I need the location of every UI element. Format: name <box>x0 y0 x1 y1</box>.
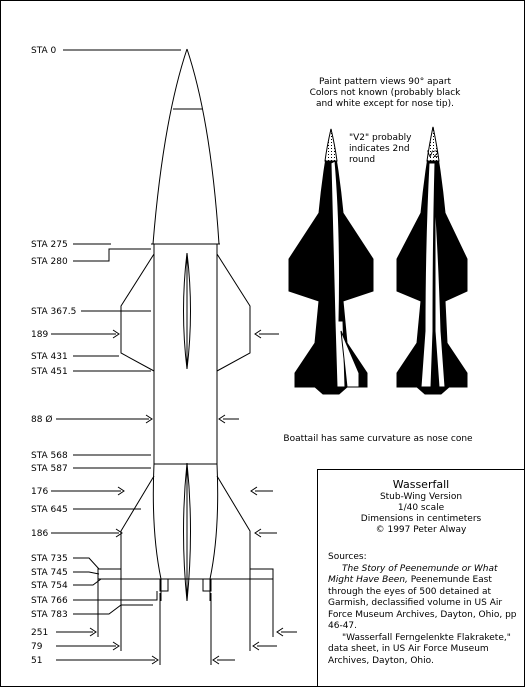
label-sta-735: STA 735 <box>31 554 68 564</box>
arrow-176-right <box>250 486 258 496</box>
label-186: 186 <box>31 529 48 539</box>
left-tail-fin <box>120 475 161 580</box>
arrow-51-left <box>151 655 159 665</box>
label-51: 51 <box>31 656 42 666</box>
arrow-189-left <box>112 329 120 339</box>
paint-right-white-side <box>434 200 446 388</box>
arrow-189-right <box>254 329 262 339</box>
drawing-subtitle: Stub-Wing Version <box>379 492 463 502</box>
leader-sta-766 <box>73 591 158 601</box>
v2-note: "V2" probably indicates 2nd round <box>349 133 421 166</box>
label-sta-754: STA 754 <box>31 581 68 591</box>
paint-right-white-stripe <box>420 162 436 388</box>
leader-sta-754 <box>73 578 102 586</box>
v2-note-line-2: indicates 2nd <box>349 144 410 154</box>
v2-note-line-1: "V2" probably <box>349 133 412 143</box>
label-176: 176 <box>31 487 48 497</box>
left-fin-tip <box>97 568 122 580</box>
sources-heading: Sources: <box>328 552 367 562</box>
label-251: 251 <box>31 628 48 638</box>
arrow-79-right <box>252 641 260 651</box>
sources-section: Sources: The Story of Peenemunde or What… <box>328 552 520 667</box>
label-sta-0: STA 0 <box>31 46 57 56</box>
paint-view-right: V2 <box>396 126 468 395</box>
leader-sta-745 <box>73 571 100 575</box>
drawing-copyright: © 1997 Peter Alway <box>375 525 467 535</box>
arrow-186-left <box>115 528 123 538</box>
boattail-right <box>209 463 219 580</box>
drawing-units: Dimensions in centimeters <box>360 514 482 524</box>
paint-note-line-2: Colors not known (probably black <box>309 88 461 98</box>
v2-marking: V2 <box>427 150 439 160</box>
label-sta-280: STA 280 <box>31 257 68 267</box>
label-79: 79 <box>31 642 43 652</box>
right-vane <box>202 578 212 592</box>
source-1-title: The Story of Peenemunde or What Might Ha… <box>328 563 498 586</box>
label-sta-745: STA 745 <box>31 568 68 578</box>
right-wing <box>216 253 251 372</box>
dimension-leaders <box>51 49 297 665</box>
leader-sta-783 <box>73 604 153 615</box>
arrow-79-left <box>112 641 120 651</box>
boattail-note: Boattail has same curvature as nose cone <box>283 434 473 444</box>
source-1: The Story of Peenemunde or What Might Ha… <box>328 564 520 633</box>
nose-cone-left <box>152 48 188 245</box>
paint-note-line-3: and white except for nose tip). <box>315 99 455 109</box>
left-vane <box>159 578 169 592</box>
arrow-251-left <box>89 627 97 637</box>
paint-pattern-note: Paint pattern views 90° apart Colors not… <box>301 77 469 110</box>
arrow-186-right <box>254 528 262 538</box>
label-sta-367: STA 367.5 <box>31 307 76 317</box>
paint-left-black <box>288 128 374 395</box>
station-labels: STA 0 STA 275 STA 280 STA 367.5 189 STA … <box>31 46 76 666</box>
label-sta-587: STA 587 <box>31 464 68 474</box>
paint-left-nose-tip <box>324 128 338 162</box>
title-block: Wasserfall Stub-Wing Version 1/40 scale … <box>317 469 524 686</box>
drawing-scale: 1/40 scale <box>397 503 445 513</box>
right-tail-fin <box>210 475 251 580</box>
label-sta-431: STA 431 <box>31 352 68 362</box>
arrow-88-right <box>218 414 226 424</box>
paint-left-white-stripe <box>330 160 346 388</box>
label-sta-451: STA 451 <box>31 367 68 377</box>
label-sta-568: STA 568 <box>31 451 68 461</box>
nose-cone-right <box>186 48 220 245</box>
main-rocket-profile <box>97 48 274 602</box>
source-2: "Wasserfall Ferngelenkte Flakrakete," da… <box>328 632 511 666</box>
drawing-title: Wasserfall <box>392 478 450 491</box>
leader-sta-280 <box>73 248 151 262</box>
label-sta-645: STA 645 <box>31 505 68 515</box>
label-189: 189 <box>31 330 48 340</box>
label-88-dia: 88 Ø <box>31 414 52 425</box>
source-1-rest: Peenemunde East through the eyes of 500 … <box>328 575 517 631</box>
arrow-51-right <box>212 655 220 665</box>
paint-right-nose-tip <box>426 126 440 162</box>
v2-note-line-3: round <box>349 155 376 165</box>
label-sta-766: STA 766 <box>31 596 68 606</box>
right-fin-tip <box>249 568 274 580</box>
arrow-176-left <box>117 486 125 496</box>
arrow-251-right <box>276 627 284 637</box>
boattail-left <box>152 463 162 580</box>
label-sta-783: STA 783 <box>31 610 68 620</box>
arrow-88-left <box>145 414 153 424</box>
label-sta-275: STA 275 <box>31 240 68 250</box>
leader-sta-735 <box>73 557 100 570</box>
paint-view-left <box>288 128 374 395</box>
paint-note-line-1: Paint pattern views 90° apart <box>318 77 452 87</box>
left-wing <box>120 253 155 372</box>
paint-left-fin-white <box>340 330 360 388</box>
